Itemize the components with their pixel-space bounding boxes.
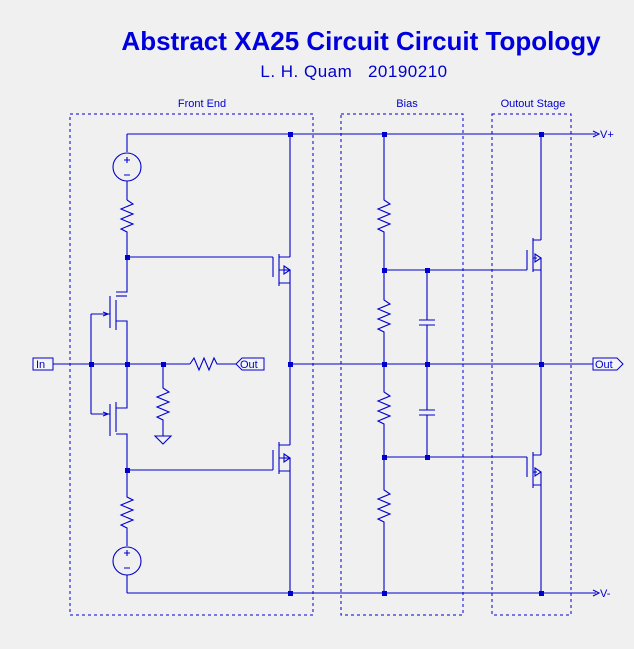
junction-dots [89,132,544,596]
bottom-resistor [119,470,135,546]
front-end-label: Front End [178,98,226,110]
output-port[interactable]: Out [592,357,624,371]
output-resistor [189,356,236,372]
input-port-label: In [36,359,45,371]
lower-input-transistor [91,364,128,470]
revision-date: 20190210 [367,62,448,81]
lower-front-mosfet [272,364,291,593]
top-voltage-source [112,134,142,200]
vneg-rail: V- [127,588,611,600]
bias-resistor-1 [376,134,392,270]
ground-icon [153,435,173,445]
page-title: Abstract XA25 Circuit Circuit Topology [121,26,601,56]
bias-capacitor-lower [419,364,435,457]
vpos-rail: V+ [127,129,614,141]
input-port[interactable]: In [32,357,91,371]
vpos-label: V+ [600,129,614,141]
front-end-output-port[interactable]: Out [235,357,265,371]
output-stage-label: Outout Stage [501,98,566,110]
upper-input-transistor [91,257,128,364]
lower-output-mosfet [526,364,542,593]
bias-resistor-3 [376,364,392,457]
bias-resistor-2 [376,270,392,364]
load-resistor [155,364,171,436]
front-end-output-label: Out [240,359,258,371]
bias-resistor-4 [376,457,392,593]
upper-front-mosfet [272,134,291,364]
bias-capacitor-upper [419,270,435,364]
top-resistor [119,199,135,257]
page-subtitle: L. H. Quam 20190210 [0,62,634,82]
output-port-label: Out [595,359,613,371]
output-stage-box [491,113,572,616]
bias-label: Bias [396,98,418,110]
upper-output-mosfet [526,134,542,364]
bottom-voltage-source [112,546,142,593]
author-name: L. H. Quam [260,62,353,81]
vneg-label: V- [600,588,611,600]
